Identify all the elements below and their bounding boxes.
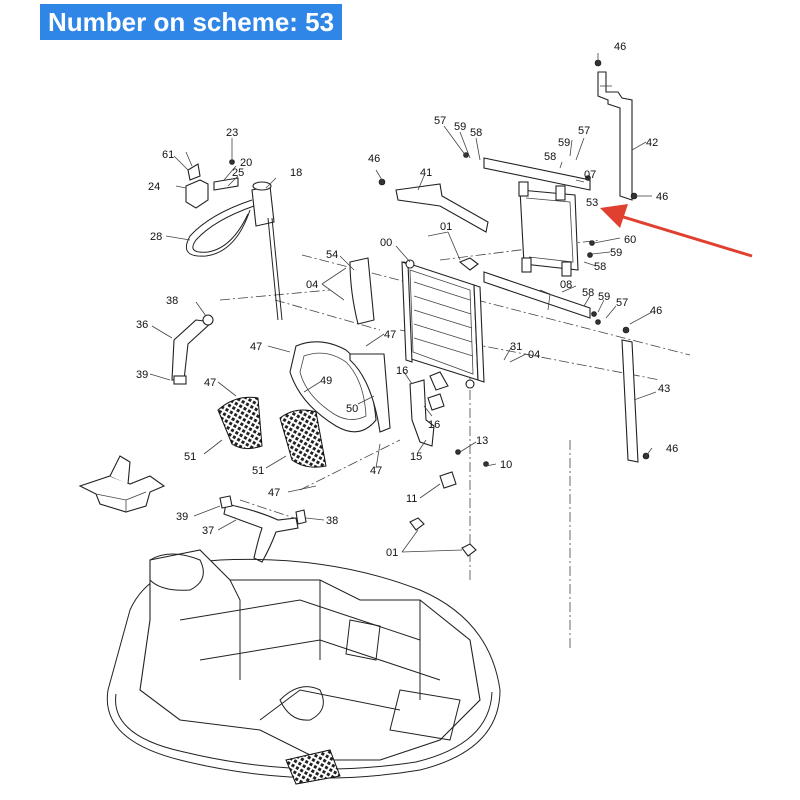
label-39: 39: [176, 511, 188, 523]
label-53: 53: [586, 197, 598, 209]
label-59: 59: [558, 137, 570, 149]
label-37: 37: [202, 525, 214, 537]
label-25: 25: [232, 167, 244, 179]
label-58: 58: [544, 151, 556, 163]
label-38: 38: [326, 515, 338, 527]
part-36-radiator-hose: [171, 314, 214, 385]
label-13: 13: [476, 435, 488, 447]
label-59: 59: [610, 247, 622, 259]
label-58: 58: [582, 287, 594, 299]
highlight-arrow: [600, 204, 753, 258]
label-58: 58: [594, 261, 606, 273]
part-49-fan-shroud: [289, 341, 391, 433]
part-42-upright-panel: [594, 59, 638, 201]
label-00: 00: [380, 237, 392, 249]
label-01: 01: [440, 221, 452, 233]
part-11-drain-cock: [439, 449, 489, 489]
label-46: 46: [614, 41, 626, 53]
label-61: 61: [162, 149, 174, 161]
label-28: 28: [150, 231, 162, 243]
label-57: 57: [434, 115, 446, 127]
label-10: 10: [500, 459, 512, 471]
label-43: 43: [658, 383, 670, 395]
label-47: 47: [268, 487, 280, 499]
part-51-fan-guard: [217, 396, 327, 468]
leader-lines: [149, 53, 657, 553]
label-59: 59: [454, 121, 466, 133]
label-47: 47: [204, 377, 216, 389]
label-46: 46: [650, 305, 662, 317]
label-38: 38: [166, 295, 178, 307]
label-51: 51: [184, 451, 196, 463]
label-58: 58: [470, 127, 482, 139]
label-41: 41: [420, 167, 432, 179]
label-54: 54: [326, 249, 338, 261]
label-46: 46: [656, 191, 668, 203]
label-51: 51: [252, 465, 264, 477]
front-direction-icon: [78, 455, 166, 513]
label-49: 49: [320, 375, 332, 387]
label-46: 46: [368, 153, 380, 165]
scheme-number-banner: Number on scheme: 53: [40, 4, 343, 40]
label-47: 47: [370, 465, 382, 477]
part-16-brackets: [409, 379, 445, 447]
label-36: 36: [136, 319, 148, 331]
label-08: 08: [560, 279, 572, 291]
label-46: 46: [666, 443, 678, 455]
part-54-side-cover: [349, 257, 375, 325]
label-16: 16: [428, 419, 440, 431]
label-59: 59: [598, 291, 610, 303]
part-43-lower-upright: [621, 326, 650, 463]
label-57: 57: [616, 297, 628, 309]
label-57: 57: [578, 125, 590, 137]
label-42: 42: [646, 137, 658, 149]
label-60: 60: [624, 234, 636, 246]
label-11: 11: [406, 493, 417, 505]
part-24-mount-bracket: [185, 159, 239, 209]
part-number-labels: 46 42 46 57 59 58 59 57 58 07 53 60 59 5…: [136, 41, 678, 559]
label-47: 47: [250, 341, 262, 353]
label-20: 20: [240, 157, 252, 169]
part-58-upper-bracket: [463, 152, 595, 258]
label-31: 31: [510, 341, 522, 353]
label-04: 04: [306, 279, 318, 291]
label-15: 15: [410, 451, 422, 463]
label-39: 39: [136, 369, 148, 381]
label-04: 04: [528, 349, 540, 361]
label-07: 07: [584, 169, 596, 181]
label-47: 47: [384, 329, 396, 341]
label-23: 23: [226, 127, 238, 139]
label-18: 18: [290, 167, 302, 179]
part-37-radiator-hose: [219, 495, 307, 563]
part-53-oil-cooler: [518, 181, 579, 277]
label-50: 50: [346, 403, 358, 415]
label-16: 16: [396, 365, 408, 377]
part-08-lower-bracket: [483, 271, 601, 325]
label-24: 24: [148, 181, 160, 193]
part-41-top-bracket: [378, 178, 489, 233]
part-01-rubber-mount: [409, 257, 479, 557]
part-00-radiator: [401, 259, 485, 391]
label-01: 01: [386, 547, 398, 559]
upper-frame-structure: [106, 549, 501, 785]
part-28-overflow-hose: [186, 199, 255, 257]
part-18-reservoir-tank: [251, 181, 283, 321]
